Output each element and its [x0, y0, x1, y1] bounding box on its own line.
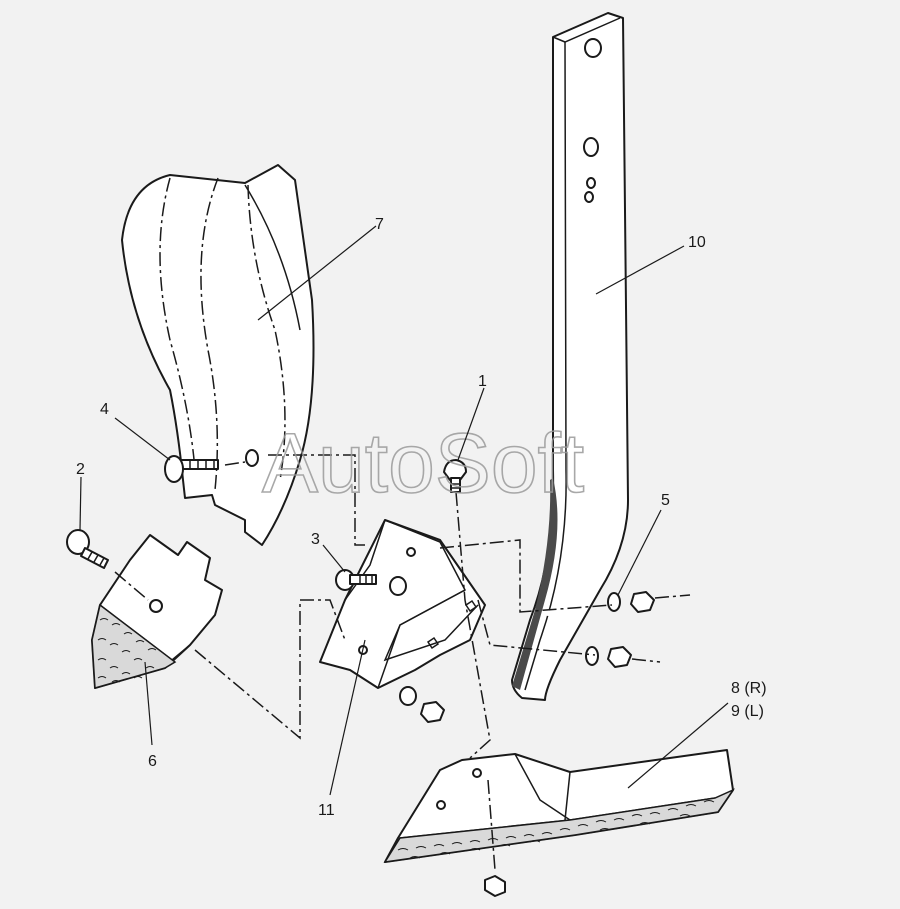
leader-lines: [79, 225, 729, 796]
callout-labels: 1 2 3 4 5 6 7 8 (R) 9 (L) 10 11: [76, 216, 767, 819]
callout-10: 10: [688, 234, 706, 251]
bolt-part-4: [164, 449, 259, 483]
washers-and-nuts-part-5: [399, 591, 655, 897]
frog-part-11: [319, 519, 486, 689]
bolt-part-1: [443, 459, 467, 493]
bolt-part-3: [335, 569, 407, 596]
callout-6: 6: [148, 753, 157, 770]
callout-4: 4: [100, 401, 109, 418]
assembly-lines: [114, 454, 691, 871]
callout-8: 8 (R): [731, 680, 767, 697]
callout-7: 7: [375, 216, 384, 233]
bolt-part-2: [66, 529, 109, 569]
point-part-6: [91, 534, 223, 689]
share-part-8-9: [383, 749, 736, 863]
callout-1: 1: [478, 373, 487, 390]
shank-part-10: [511, 12, 629, 701]
autosoft-watermark: AutoSoft: [262, 416, 584, 510]
moldboard-part-7: [121, 164, 315, 546]
callout-9: 9 (L): [731, 703, 764, 720]
callout-2: 2: [76, 461, 85, 478]
callout-5: 5: [661, 492, 670, 509]
callout-3: 3: [311, 531, 320, 548]
callout-11: 11: [318, 802, 335, 819]
